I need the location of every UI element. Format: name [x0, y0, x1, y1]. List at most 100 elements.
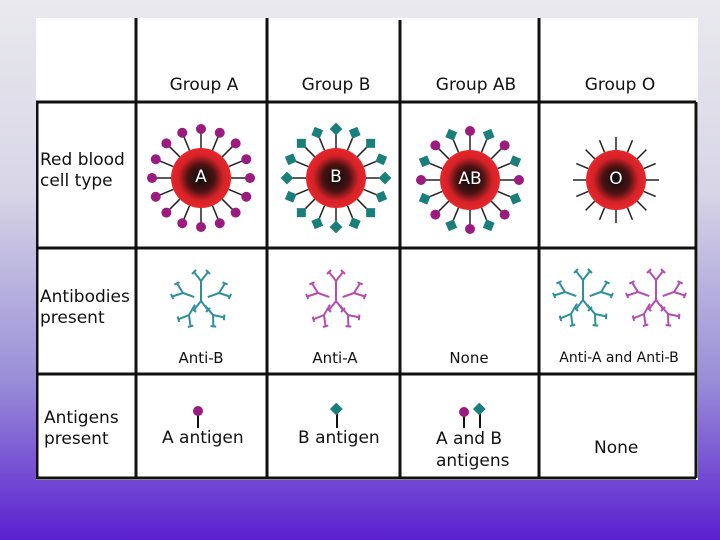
antigen-b-icon — [329, 402, 343, 428]
antigen-stalk — [159, 188, 174, 196]
antigen-b-head — [482, 128, 495, 141]
antigen-stalk — [211, 205, 219, 220]
antibody-y-icon — [170, 281, 195, 300]
antigen-stalk — [497, 190, 512, 198]
antigen-stalk — [346, 136, 354, 151]
antigen-a-head — [214, 127, 225, 138]
antibody-cluster-anti-b-pink — [625, 268, 687, 327]
antigen-a-head — [241, 191, 252, 202]
antibody-y-icon — [558, 303, 578, 327]
antibody-cluster-anti-b — [170, 269, 232, 328]
antigen-stalk — [221, 145, 234, 158]
antigen-stalk — [159, 160, 174, 168]
antibody-y-icon — [573, 268, 593, 292]
antigen-a-head — [161, 207, 172, 218]
antibody-y-icon — [342, 281, 367, 300]
antigen-stalk — [183, 205, 191, 220]
antigen-a-head — [150, 191, 161, 202]
antibody-y-icon — [662, 280, 687, 299]
row-label-antigens: Antigens present — [44, 408, 119, 449]
cell-letter-b: B — [330, 167, 342, 187]
red-cell-group-b — [280, 122, 392, 234]
red-cell-group-a — [147, 124, 255, 232]
antibody-cluster-anti-a-teal — [552, 268, 614, 327]
antigen-b-head — [366, 138, 376, 148]
antibody-y-icon — [646, 288, 666, 312]
antigen-stalk — [636, 149, 647, 160]
antigen-a-head — [514, 175, 524, 185]
antigen-b-head — [375, 190, 388, 203]
antigen-stalk — [303, 145, 316, 158]
antibody-y-icon — [311, 304, 331, 328]
antigen-stalk — [575, 190, 589, 198]
antigen-stalk — [626, 139, 634, 153]
antigen-stalk — [480, 138, 488, 153]
antigen-b-head — [284, 153, 297, 166]
antibody-cluster-anti-a — [305, 269, 367, 328]
antigen-a-head — [241, 154, 252, 165]
antigen-stalk — [183, 136, 191, 151]
antibody-label-group-b: Anti-A — [312, 349, 358, 367]
grid-lines — [36, 18, 698, 480]
antigen-stalk — [356, 198, 369, 211]
antibody-y-icon — [191, 289, 211, 313]
antigen-stalk — [428, 190, 443, 198]
antigen-a-head — [150, 154, 161, 165]
antibody-y-icon — [191, 269, 211, 293]
antigen-b-head — [296, 208, 306, 218]
antigen-a-head — [161, 138, 172, 149]
antigen-stalk — [228, 188, 243, 196]
antigen-b-head — [509, 192, 522, 205]
antigen-b-head — [311, 126, 324, 139]
antigen-stalk — [428, 162, 443, 170]
antigen-stalk — [643, 162, 657, 170]
antibody-y-icon — [305, 281, 330, 300]
antigen-a-head — [465, 224, 475, 234]
cell-body — [171, 148, 231, 208]
antigen-b-head — [445, 128, 458, 141]
antigen-stalk — [228, 160, 243, 168]
red-cell-group-ab — [416, 126, 524, 234]
antigen-a-head — [499, 140, 510, 151]
antigen-label-group-a: A antigen — [162, 428, 244, 448]
antibody-y-icon — [326, 289, 346, 313]
column-header-group-b: Group B — [301, 75, 371, 95]
antigen-stalk — [318, 136, 326, 151]
antibody-y-icon — [176, 304, 196, 328]
antigen-a-head — [214, 218, 225, 229]
antigen-stalk — [636, 200, 647, 211]
cell-letter-ab: AB — [458, 169, 482, 189]
antigen-a-head — [430, 140, 441, 151]
antigen-a-head — [196, 124, 206, 134]
antibody-y-icon — [573, 288, 593, 312]
antigen-stalk — [585, 200, 596, 211]
antibody-label-group-a: Anti-B — [178, 349, 224, 367]
antigen-stalk — [497, 162, 512, 170]
antigen-b-head — [418, 155, 431, 168]
antigen-a-head — [416, 175, 426, 185]
antibody-y-icon — [631, 303, 651, 327]
antigen-stalk — [294, 188, 309, 196]
antibody-y-icon — [589, 280, 614, 299]
antigen-stalk — [356, 145, 369, 158]
antigen-stalk — [452, 207, 460, 222]
antigen-stalk — [490, 147, 503, 160]
antigen-stalk — [575, 162, 589, 170]
antigen-a-head — [245, 173, 255, 183]
antigen-b-head — [378, 171, 392, 185]
antigen-b-head — [284, 190, 297, 203]
antigen-stalk — [168, 145, 181, 158]
antibody-y-icon — [646, 268, 666, 292]
table-grid — [36, 18, 698, 480]
antigen-b-head — [329, 220, 343, 234]
antigen-stalk — [585, 149, 596, 160]
antigen-a-head — [196, 222, 206, 232]
antigen-stalk — [211, 136, 219, 151]
antibody-label-group-o: Anti-A and Anti-B — [559, 350, 679, 366]
cell-body — [306, 148, 366, 208]
antigen-a-head — [177, 127, 188, 138]
antigen-stalk — [480, 207, 488, 222]
cell-body — [440, 150, 500, 210]
column-header-group-o: Group O — [584, 75, 656, 95]
antibody-y-icon — [625, 280, 650, 299]
